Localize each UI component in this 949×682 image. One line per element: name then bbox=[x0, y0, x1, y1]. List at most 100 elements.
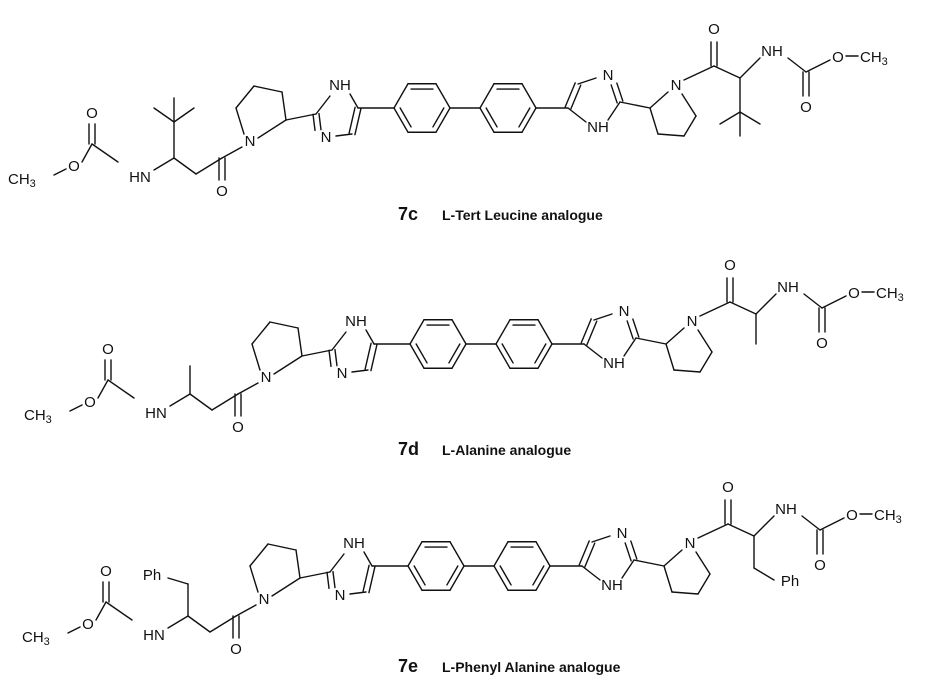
bond bbox=[249, 543, 269, 567]
amide-oxygen-right: O bbox=[724, 257, 736, 274]
bond bbox=[451, 319, 467, 345]
bond bbox=[493, 541, 509, 567]
bond bbox=[449, 565, 465, 591]
phenyl-left: Ph bbox=[143, 567, 161, 584]
bond bbox=[326, 571, 330, 590]
bond bbox=[285, 113, 317, 121]
bond bbox=[619, 101, 651, 109]
bond bbox=[635, 337, 667, 345]
bond bbox=[349, 93, 359, 109]
methyl-subscript: 3 bbox=[898, 292, 904, 304]
bond bbox=[663, 565, 673, 593]
methyl-label: CH3 bbox=[876, 285, 904, 304]
bond bbox=[493, 565, 509, 591]
bond bbox=[399, 107, 412, 128]
bond bbox=[787, 57, 807, 73]
bond bbox=[409, 343, 425, 369]
bond bbox=[267, 543, 297, 551]
bond bbox=[564, 82, 576, 108]
bond bbox=[349, 591, 367, 595]
methyl-subscript: 3 bbox=[882, 56, 888, 68]
bond bbox=[331, 331, 347, 351]
bond bbox=[301, 349, 333, 357]
bond bbox=[368, 565, 376, 594]
methyl-subscript: 3 bbox=[46, 414, 52, 426]
bond bbox=[583, 343, 603, 359]
ether-oxygen-right: O bbox=[846, 507, 858, 524]
imidazole-n-left: N bbox=[321, 129, 332, 146]
methyl-label: CH3 bbox=[860, 49, 888, 68]
bond bbox=[586, 320, 598, 346]
bond bbox=[632, 318, 640, 338]
bond bbox=[449, 541, 465, 567]
bond bbox=[297, 327, 303, 357]
bond bbox=[312, 113, 316, 132]
bond bbox=[649, 91, 669, 109]
bond bbox=[363, 551, 373, 567]
bond bbox=[365, 329, 375, 345]
ether-oxygen-left: O bbox=[82, 616, 94, 633]
bond bbox=[537, 343, 553, 369]
bond bbox=[451, 343, 467, 369]
bond bbox=[623, 337, 637, 357]
bond bbox=[335, 133, 353, 137]
phenyl-right: Ph bbox=[781, 573, 799, 590]
amide-nh-right: NH bbox=[775, 501, 797, 518]
amide-nh-right: NH bbox=[761, 43, 783, 60]
methyl-label: CH3 bbox=[8, 171, 36, 190]
bond bbox=[755, 293, 777, 315]
amide-oxygen-right: O bbox=[708, 21, 720, 38]
bond bbox=[727, 523, 755, 537]
methyl-label: CH3 bbox=[874, 507, 902, 526]
bond bbox=[665, 343, 675, 371]
bond bbox=[607, 101, 621, 121]
bond bbox=[633, 559, 665, 567]
bond bbox=[415, 343, 428, 364]
bond bbox=[739, 57, 761, 79]
bond bbox=[393, 83, 409, 109]
bond bbox=[235, 604, 257, 617]
bond bbox=[665, 327, 685, 345]
bond bbox=[354, 107, 362, 136]
bond bbox=[681, 93, 697, 117]
compound-name: L-Tert Leucine analogue bbox=[442, 207, 603, 223]
bond bbox=[729, 301, 757, 315]
bond bbox=[697, 573, 711, 595]
bond bbox=[621, 559, 635, 579]
bond bbox=[362, 564, 370, 593]
bond bbox=[624, 542, 632, 562]
methyl-label: CH3 bbox=[24, 407, 52, 426]
carbonyl-oxygen-right: O bbox=[816, 335, 828, 352]
bond bbox=[334, 348, 338, 367]
bond bbox=[435, 83, 451, 109]
bond bbox=[753, 515, 775, 537]
bond bbox=[97, 379, 109, 399]
bond bbox=[671, 591, 699, 595]
amide-nh-left: HN bbox=[129, 169, 151, 186]
bond bbox=[521, 83, 537, 109]
pyrrolidine-n-right: N bbox=[671, 77, 682, 94]
bond bbox=[448, 343, 461, 364]
bond bbox=[413, 565, 426, 586]
bond bbox=[521, 107, 537, 133]
bond bbox=[532, 565, 545, 586]
amide-oxygen-left: O bbox=[230, 641, 242, 658]
methyl-ch: CH bbox=[860, 49, 882, 66]
carbonyl-oxygen-left: O bbox=[86, 105, 98, 122]
amide-nh-left: HN bbox=[143, 627, 165, 644]
methyl-ch: CH bbox=[24, 407, 46, 424]
bond bbox=[499, 565, 512, 586]
bond bbox=[273, 355, 303, 375]
bond bbox=[221, 146, 243, 159]
bond bbox=[409, 319, 425, 345]
amide-oxygen-right: O bbox=[722, 479, 734, 496]
compound-id: 7e bbox=[398, 656, 418, 676]
bond bbox=[697, 523, 729, 539]
bond bbox=[630, 540, 638, 560]
bond bbox=[237, 382, 259, 395]
methyl-ch: CH bbox=[22, 629, 44, 646]
